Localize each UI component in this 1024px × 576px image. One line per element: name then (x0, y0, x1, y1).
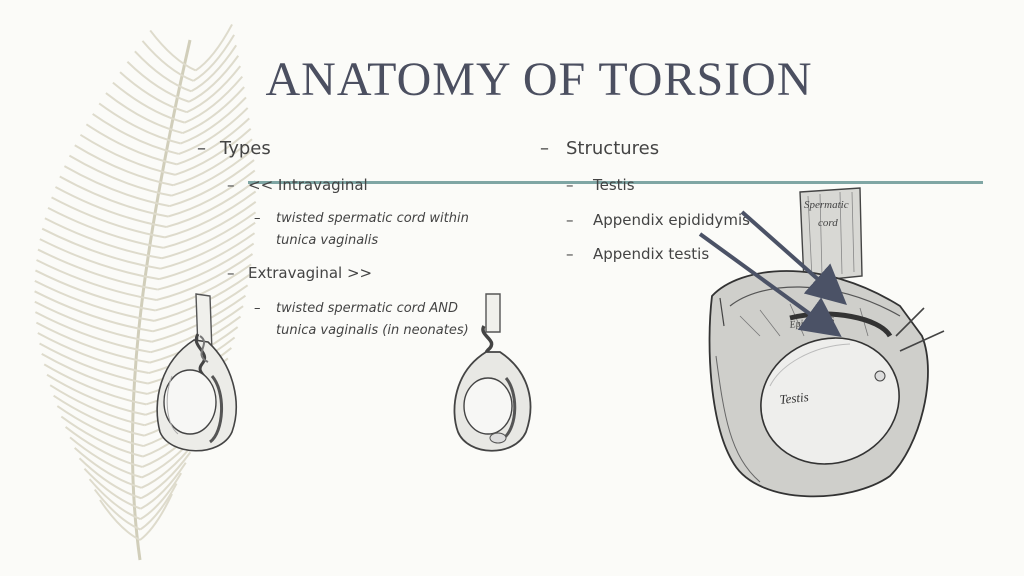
structures-heading: Structures (566, 138, 660, 159)
dash-bullet: – (566, 211, 574, 229)
dash-bullet: – (227, 264, 235, 282)
arrow-appendix-testis (698, 232, 842, 338)
intravaginal-label: << Intravaginal (248, 176, 368, 194)
structure-item-appendix-epididymis: Appendix epididymis (593, 211, 750, 229)
structure-item-testis: Testis (593, 176, 635, 194)
dash-bullet: – (254, 301, 261, 316)
spermatic-cord-label-line1: Spermatic (804, 199, 849, 211)
arrow-appendix-epididymis (740, 210, 847, 305)
extravaginal-label: Extravaginal >> (248, 264, 373, 282)
extravaginal-torsion-illustration (453, 293, 532, 452)
types-heading: Types (220, 138, 271, 159)
intravaginal-desc-line1: twisted spermatic cord within (276, 211, 469, 226)
testis-label: Testis (779, 389, 810, 407)
intravaginal-torsion-illustration (156, 293, 237, 452)
accent-rule (248, 181, 983, 184)
dash-bullet: – (254, 211, 261, 226)
dash-bullet: – (227, 176, 235, 194)
slide-title: ANATOMY OF TORSION (265, 53, 813, 106)
extravaginal-desc-line1: twisted spermatic cord AND (276, 301, 459, 316)
dash-bullet: – (540, 138, 549, 159)
dash-bullet: – (566, 176, 574, 194)
dash-bullet: – (197, 138, 206, 159)
extravaginal-desc-line2: tunica vaginalis (in neonates) (276, 323, 469, 338)
structure-item-appendix-testis: Appendix testis (593, 245, 710, 263)
spermatic-cord-label-line2: cord (818, 217, 838, 229)
dash-bullet: – (566, 245, 574, 263)
intravaginal-desc-line2: tunica vaginalis (276, 233, 379, 248)
testis-anatomy-illustration: Spermatic cord Epididymis Testis (708, 187, 945, 498)
